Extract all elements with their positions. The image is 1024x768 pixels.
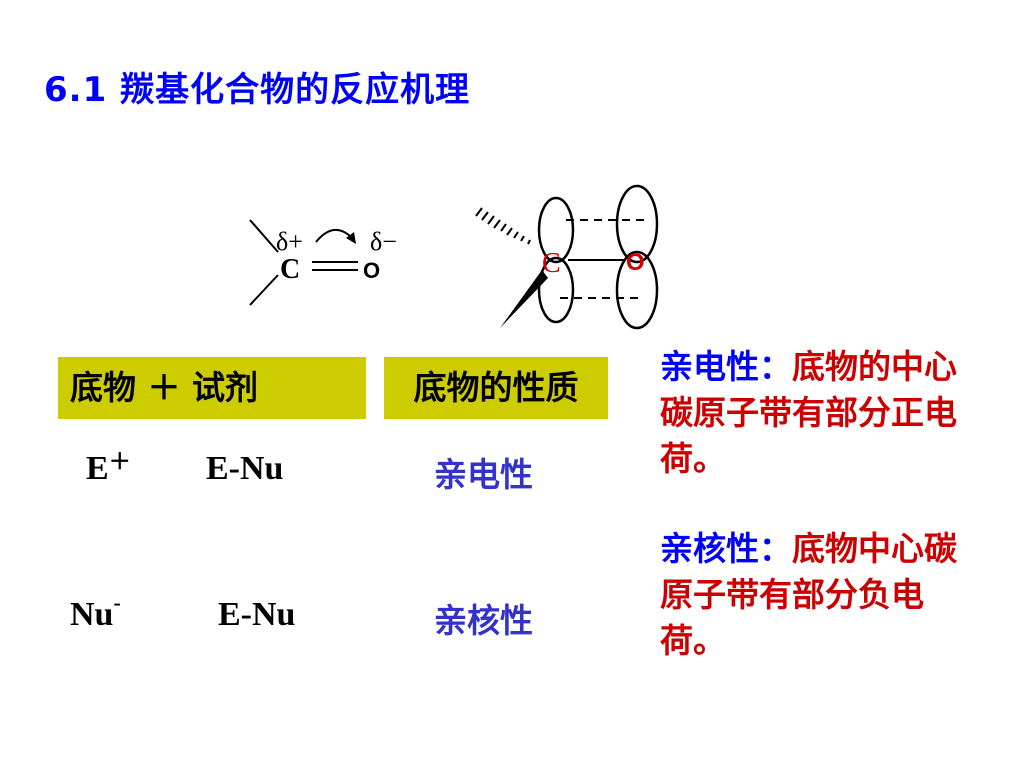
note-body: 底物的中心碳原子带有部分正电荷。 [660, 347, 957, 478]
orbital-carbon-label: C [542, 248, 561, 279]
reagent-symbol: E [86, 450, 109, 487]
note-electrophilic: 亲电性：底物的中心碳原子带有部分正电荷。 [660, 344, 960, 482]
carbonyl-structure-diagram: C O δ+ δ− C O [249, 184, 659, 330]
reagent-symbol: Nu [70, 596, 114, 633]
carbon-atom-label: C [280, 254, 300, 285]
note-body: 底物中心碳原子带有部分负电荷。 [660, 529, 957, 660]
oxygen-atom-label: O [363, 258, 380, 283]
reagent-nucleophile: Nu- [70, 590, 121, 634]
polarized-carbonyl: C O δ+ δ− [249, 219, 397, 306]
pi-orbital-diagram: C O [475, 184, 659, 330]
note-head: 亲电性： [660, 347, 792, 386]
property-electrophilic: 亲电性 [434, 455, 533, 494]
note-head: 亲核性： [660, 529, 792, 568]
orbital-oxygen-label: O [626, 249, 645, 276]
property-nucleophilic: 亲核性 [434, 601, 533, 640]
slide-title: 6.1 羰基化合物的反应机理 [44, 70, 471, 110]
reagent-electrophile: E＋ [86, 449, 131, 488]
electron-shift-arrow [315, 229, 353, 243]
delta-minus-label: δ− [370, 227, 397, 256]
reagent-charge: - [113, 590, 121, 615]
header-substrate-property: 底物的性质 [384, 357, 608, 419]
product-label-2: E-Nu [218, 596, 296, 633]
reagent-charge: ＋ [108, 449, 131, 474]
header-substrate-reagent: 底物 ＋ 试剂 [58, 357, 366, 419]
note-nucleophilic: 亲核性：底物中心碳原子带有部分负电荷。 [660, 526, 960, 664]
product-label-1: E-Nu [206, 450, 284, 487]
delta-plus-label: δ+ [276, 227, 303, 256]
